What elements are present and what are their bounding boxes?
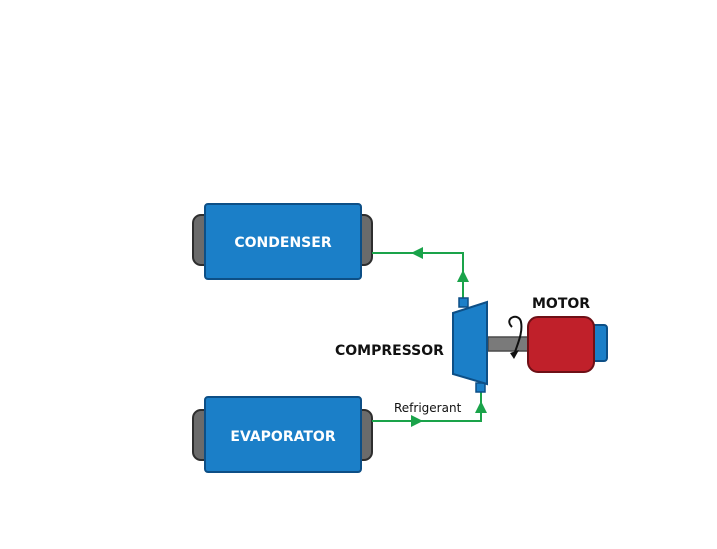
evaporator-unit: EVAPORATOR bbox=[192, 396, 373, 473]
suction-pipe: Refrigerant bbox=[372, 390, 487, 427]
compressor-unit: COMPRESSOR bbox=[335, 297, 488, 393]
compressor-inlet-port bbox=[475, 382, 486, 393]
compressor-outlet-port bbox=[458, 297, 469, 308]
motor-label: MOTOR bbox=[532, 296, 590, 312]
discharge-pipe-line bbox=[372, 252, 464, 303]
discharge-arrow-left bbox=[411, 247, 423, 259]
condenser-unit: CONDENSER bbox=[192, 203, 373, 280]
suction-arrow-up bbox=[475, 401, 487, 413]
condenser-body bbox=[204, 203, 362, 280]
discharge-arrow-up bbox=[457, 270, 469, 282]
condenser-label: CONDENSER bbox=[234, 235, 331, 251]
suction-pipe-line bbox=[372, 390, 482, 422]
motor-body bbox=[527, 316, 595, 373]
rotation-arrow-icon bbox=[508, 315, 523, 359]
motor-unit: MOTOR bbox=[527, 296, 608, 373]
compressor-label: COMPRESSOR bbox=[335, 343, 444, 359]
discharge-pipe bbox=[372, 247, 469, 303]
evaporator-label: EVAPORATOR bbox=[230, 429, 335, 445]
evaporator-body bbox=[204, 396, 362, 473]
refrigerant-label: Refrigerant bbox=[394, 401, 462, 415]
compressor-body bbox=[452, 300, 488, 386]
drive-shaft bbox=[487, 336, 534, 352]
suction-arrow-right bbox=[411, 415, 423, 427]
